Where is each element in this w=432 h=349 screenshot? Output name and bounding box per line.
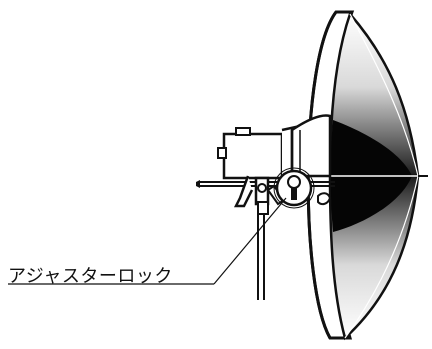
callout-leader xyxy=(8,197,287,285)
flash-head xyxy=(217,114,332,184)
light-stand xyxy=(257,214,265,300)
callout-label-adjuster-lock: アジャスターロック xyxy=(8,266,173,287)
umbrella-reflector xyxy=(306,10,428,341)
adjuster-lock-knob xyxy=(273,167,315,209)
